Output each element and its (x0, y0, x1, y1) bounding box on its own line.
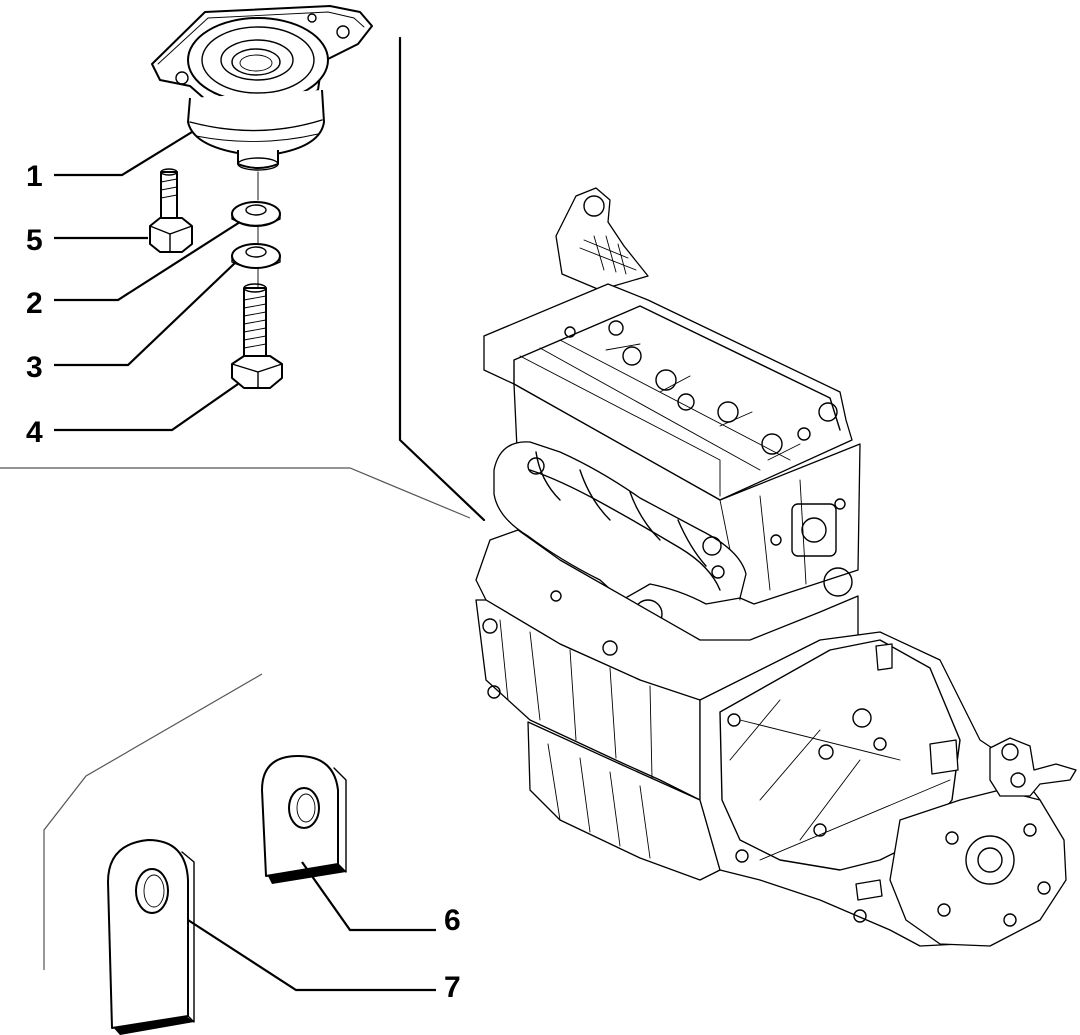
washer-part-2[interactable] (231, 201, 281, 227)
callout-2: 2 (26, 287, 43, 320)
bolt-part-4[interactable] (231, 283, 283, 389)
separator-line-upper (0, 467, 471, 519)
callout-5: 5 (26, 224, 43, 257)
engine-gearbox-assembly (475, 187, 1077, 947)
callout-3: 3 (26, 351, 43, 384)
plate-part-6[interactable] (261, 755, 347, 884)
leader-line-2 (54, 221, 241, 302)
callout-7: 7 (444, 971, 461, 1004)
washer-part-3[interactable] (231, 243, 281, 269)
leader-line-1 (54, 131, 193, 177)
leader-line-7 (187, 919, 436, 992)
callout-6: 6 (444, 904, 461, 937)
engine-mount-part-1[interactable] (151, 5, 373, 171)
leader-line-3 (54, 261, 237, 367)
reference-bracket-line (398, 36, 486, 522)
callout-4: 4 (26, 416, 43, 449)
plate-part-7[interactable] (107, 839, 195, 1035)
leader-line-6 (301, 861, 436, 932)
callout-1: 1 (26, 160, 43, 193)
separator-line-lower (43, 673, 263, 970)
stud-bolt-part-5[interactable] (149, 168, 193, 253)
leader-line-4 (54, 383, 239, 432)
